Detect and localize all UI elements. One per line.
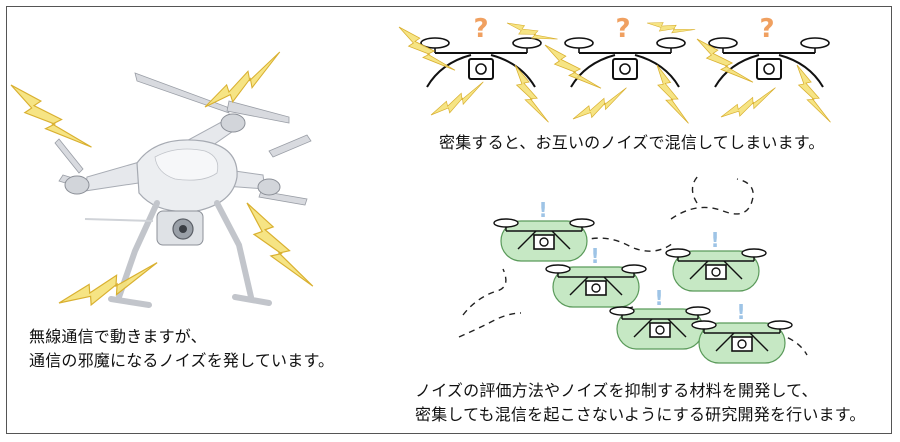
- caption-line: ノイズの評価方法やノイズを抑制する材料を開発して、: [415, 381, 818, 400]
- caption-main-drone: 無線通信で動きますが、 通信の邪魔になるノイズを発しています。: [29, 325, 334, 373]
- question-marks: ? ? ?: [473, 14, 774, 44]
- question-mark: ?: [759, 14, 774, 44]
- exclamation-mark: !: [710, 228, 719, 252]
- diagram-frame: ? ? ?: [6, 6, 892, 434]
- noise-bolt: [640, 64, 706, 124]
- exclamation-mark: !: [590, 244, 599, 268]
- caption-line: 無線通信で動きますが、: [29, 327, 207, 346]
- drone-body-top: [154, 148, 219, 181]
- exclamation-mark: !: [538, 198, 547, 222]
- shielded-drone: [493, 218, 595, 262]
- diagram-canvas: ? ? ?: [10, 7, 847, 364]
- question-mark: ?: [473, 14, 488, 44]
- rotor-blades: [54, 72, 312, 206]
- caption-line: 通信の邪魔になるノイズを発しています。: [29, 351, 335, 370]
- main-drone-illustration: [54, 72, 312, 308]
- caption-line: 密集しても混信を起こさないようにする研究開発を行います。: [415, 405, 866, 424]
- drone-motors: [64, 113, 281, 196]
- noise-bolt: [499, 64, 565, 123]
- exclamation-mark: !: [736, 300, 745, 324]
- interfering-drones: [420, 37, 830, 88]
- exclamation-mark: !: [654, 286, 663, 310]
- shielded-drone: [545, 264, 647, 308]
- question-mark: ?: [615, 14, 630, 44]
- noise-bolt: [544, 44, 602, 89]
- caption-interference: 密集すると、お互いのノイズで混信してしまいます。: [439, 131, 825, 155]
- caption-research: ノイズの評価方法やノイズを抑制する材料を開発して、 密集しても混信を起こさないよ…: [415, 379, 866, 427]
- caption-line: 密集すると、お互いのノイズで混信してしまいます。: [439, 133, 825, 152]
- gimbal-camera: [156, 210, 204, 246]
- noise-bolt: [720, 71, 776, 133]
- noise-bolt: [572, 73, 627, 134]
- shielded-drone: [665, 248, 767, 292]
- noise-bolt: [398, 26, 456, 71]
- shielded-drones: [493, 218, 793, 364]
- noise-bolt: [58, 229, 158, 336]
- noise-bolt: [10, 84, 93, 148]
- shielded-drone: [691, 320, 793, 364]
- exclamation-marks: ! ! ! ! !: [538, 198, 745, 324]
